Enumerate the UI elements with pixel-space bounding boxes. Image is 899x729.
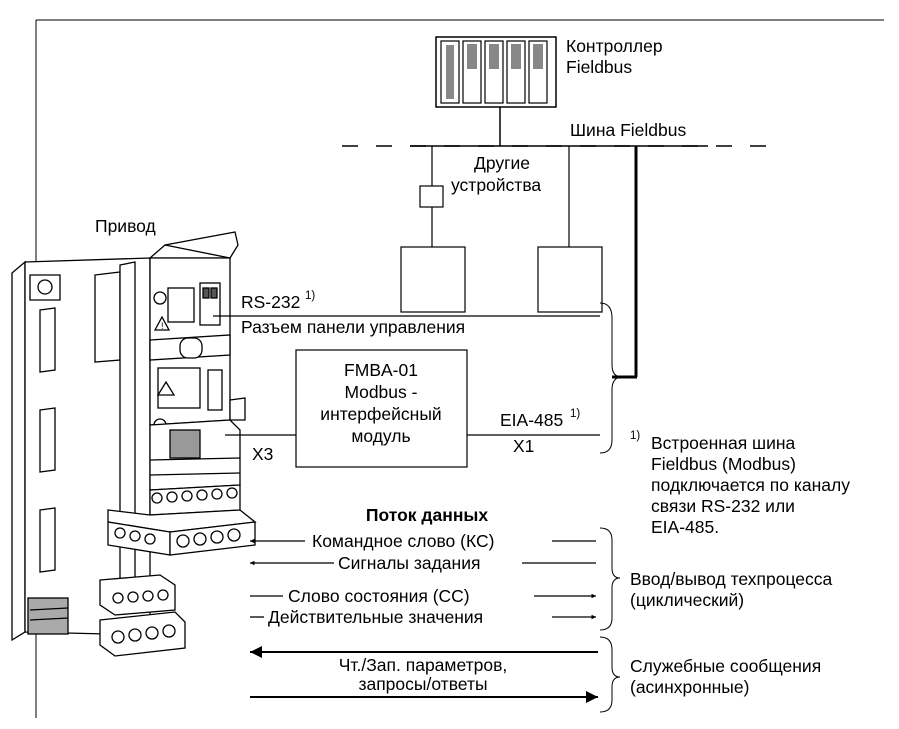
actual-values-label: Действительные значения (268, 607, 483, 627)
panel-connector-label: Разъем панели управления (241, 317, 465, 337)
fmba-module-box (295, 349, 468, 468)
device2-box (537, 246, 603, 313)
connector-brace (599, 302, 623, 454)
footnote-line3: подключается по каналу (651, 475, 850, 495)
controller-device (435, 36, 557, 108)
footnote-line5: EIA-485. (651, 517, 719, 537)
eia485-label: EIA-485 (500, 410, 563, 430)
svg-text:!: ! (161, 321, 164, 331)
device1-adapter (419, 185, 444, 208)
fieldbus-label: Шина Fieldbus (570, 120, 686, 140)
rs232-label: RS-232 (241, 292, 300, 312)
module-label-line4: модуль (351, 426, 410, 446)
module-label-line3: интерфейсный (320, 404, 441, 424)
device1-box (400, 246, 466, 313)
process-io-label-line2: (циклический) (630, 590, 744, 610)
x1-label: X1 (513, 436, 534, 456)
footnote-line4: связи RS-232 или (651, 496, 795, 516)
params-label-line2: запросы/ответы (358, 674, 487, 694)
controller-label-line2: Fieldbus (566, 57, 632, 77)
process-io-brace (599, 527, 621, 631)
controller-label-line1: Контроллер (566, 36, 663, 56)
rs232-footnote-mark: 1) (305, 290, 315, 302)
other-devices-label-line1: Другие (474, 153, 530, 173)
eia485-footnote-mark: 1) (570, 408, 580, 420)
references-label: Сигналы задания (338, 553, 480, 573)
other-devices-label-line2: устройства (451, 175, 541, 195)
footnote-line1: Встроенная шина (651, 433, 796, 453)
status-word-label: Слово состояния (СС) (288, 586, 470, 606)
control-word-label: Командное слово (КС) (312, 531, 494, 551)
drive-label: Привод (95, 216, 156, 236)
service-msgs-brace (599, 636, 621, 713)
process-io-label-line1: Ввод/вывод техпроцесса (630, 569, 833, 589)
drive-illustration: ! (11, 231, 257, 657)
footnote-line2: Fieldbus (Modbus) (651, 454, 796, 474)
data-flow-title: Поток данных (366, 505, 488, 525)
module-label-line2: Modbus - (345, 382, 418, 402)
module-label-line1: FMBA-01 (344, 360, 418, 380)
service-msgs-label-line2: (асинхронные) (630, 677, 749, 697)
params-label-line1: Чт./Зап. параметров, (339, 655, 507, 675)
service-msgs-label-line1: Служебные сообщения (630, 656, 821, 676)
footnote-mark: 1) (630, 430, 640, 442)
x3-label: X3 (252, 444, 273, 464)
